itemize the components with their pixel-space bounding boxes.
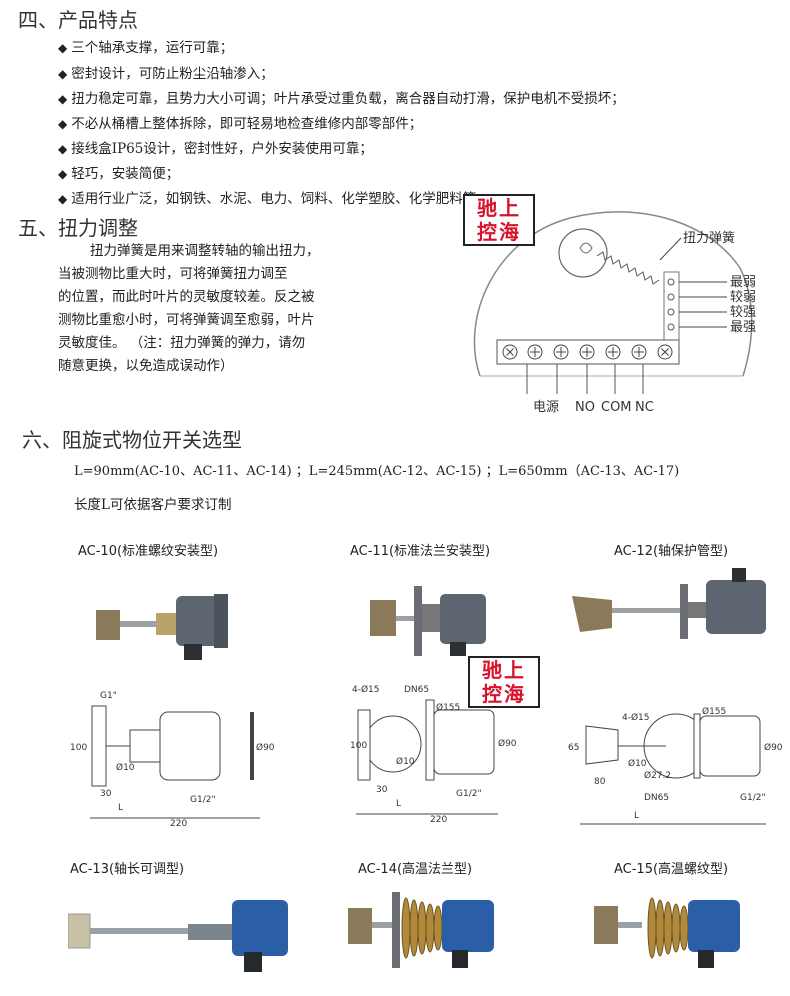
svg-text:30: 30 — [376, 785, 388, 795]
ac14-photo — [348, 892, 494, 968]
svg-text:Ø90: Ø90 — [764, 742, 783, 753]
cooling-fins — [401, 897, 443, 959]
fin — [663, 901, 673, 955]
feature-item: ◆轻巧，安装简便； — [58, 166, 180, 182]
bullet-icon: ◆ — [58, 117, 68, 131]
level-weakest: 最弱 — [730, 275, 756, 290]
ac12-dimension-drawing: 4-Ø15 Ø155 65 Ø10 Ø27.2 Ø90 80 DN65 L G1… — [568, 706, 783, 825]
bullet-icon: ◆ — [58, 41, 68, 55]
fin — [671, 903, 681, 953]
terminal-com: COM — [601, 400, 632, 415]
fin — [433, 905, 443, 951]
housing-outline — [473, 211, 753, 377]
fin — [679, 905, 689, 951]
section5-title: 五、扭力调整 — [18, 216, 138, 240]
svg-text:100: 100 — [350, 741, 367, 751]
svg-text:Ø10: Ø10 — [628, 758, 647, 769]
terminal-power: 电源 — [533, 400, 559, 415]
terminal-block — [496, 339, 680, 365]
feature-item: ◆接线盒IP65设计，密封性好，户外安装使用可靠； — [58, 141, 373, 157]
model-ac12-caption: AC-12(轴保护管型) — [614, 544, 729, 559]
level-strong: 较强 — [730, 305, 756, 320]
bullet-icon: ◆ — [58, 192, 68, 206]
svg-text:4-Ø15: 4-Ø15 — [352, 684, 380, 695]
svg-text:G1": G1" — [100, 691, 117, 701]
svg-text:Ø10: Ø10 — [396, 756, 415, 767]
bullet-icon: ◆ — [58, 167, 68, 181]
brand-stamp: 驰上 控海 — [463, 194, 535, 246]
paddle — [96, 610, 120, 640]
model-ac15-caption: AC-15(高温螺纹型) — [614, 862, 729, 877]
svg-text:DN65: DN65 — [644, 793, 669, 803]
spring-label: 扭力弹簧 — [683, 230, 735, 246]
spring-wheel — [558, 228, 608, 278]
svg-text:4-Ø15: 4-Ø15 — [622, 712, 650, 723]
model-ac11-caption: AC-11(标准法兰安装型) — [350, 544, 491, 559]
bullet-icon: ◆ — [58, 142, 68, 156]
ac12-photo — [572, 568, 766, 639]
ac13-photo — [68, 900, 288, 972]
fin — [425, 903, 435, 953]
torsion-spring-icon — [596, 251, 660, 285]
svg-text:L: L — [396, 799, 401, 809]
svg-text:G1/2": G1/2" — [190, 795, 216, 805]
svg-text:L: L — [634, 811, 639, 821]
svg-text:Ø155: Ø155 — [436, 702, 460, 713]
svg-text:Ø27.2: Ø27.2 — [644, 770, 671, 781]
feature-item: ◆密封设计，可防止粉尘沿轴渗入； — [58, 66, 274, 82]
feature-item: ◆扭力稳定可靠，且势力大小可调；叶片承受过重负载，离合器自动打滑，保护电机不受损… — [58, 91, 625, 107]
ac11-photo — [370, 586, 486, 656]
brand-stamp-2: 驰上 控海 — [468, 656, 540, 708]
svg-text:80: 80 — [594, 777, 606, 787]
torque-diagram: 扭力弹簧 最弱 较弱 较强 最强 电源 NO COM NC — [473, 211, 756, 415]
fin — [655, 899, 665, 957]
section6-title: 六、阻旋式物位开关选型 — [22, 428, 242, 452]
bullet-icon: ◆ — [58, 67, 68, 81]
model-ac14-caption: AC-14(高温法兰型) — [358, 862, 473, 877]
ac10-photo — [96, 594, 228, 660]
svg-text:DN65: DN65 — [404, 685, 429, 695]
section4-title: 四、产品特点 — [18, 8, 138, 32]
svg-text:Ø90: Ø90 — [256, 742, 275, 753]
custom-length-note: 长度L可依据客户要求订制 — [74, 497, 232, 513]
blue-housing — [232, 900, 288, 956]
ac10-dimension-drawing: G1" 100 Ø10 Ø90 30 L 220 G1/2" — [70, 691, 275, 829]
ac15-photo — [594, 897, 740, 968]
svg-text:65: 65 — [568, 743, 579, 753]
svg-text:Ø10: Ø10 — [116, 762, 135, 773]
terminal-nc: NC — [635, 400, 654, 415]
terminal-screws — [502, 344, 673, 360]
torque-paragraph: 扭力弹簧是用来调整转轴的输出扭力， 当被测物比重大时，可将弹簧扭力调至 的位置，… — [58, 243, 320, 374]
model-ac10-caption: AC-10(标准螺纹安装型) — [78, 544, 219, 559]
svg-text:220: 220 — [430, 815, 447, 825]
level-weak: 较弱 — [730, 290, 756, 305]
bullet-icon: ◆ — [58, 92, 68, 106]
svg-text:100: 100 — [70, 743, 87, 753]
svg-text:Ø90: Ø90 — [498, 738, 517, 749]
fin — [647, 897, 657, 959]
fin — [401, 897, 411, 959]
fin — [409, 899, 419, 957]
svg-text:220: 220 — [170, 819, 187, 829]
feature-item: ◆不必从桶槽上整体拆除，即可轻易地检查维修内部零部件； — [58, 116, 423, 132]
fin — [417, 901, 427, 955]
svg-text:L: L — [118, 803, 123, 813]
level-strongest: 最强 — [730, 320, 756, 335]
cooling-fins — [647, 897, 689, 959]
svg-text:G1/2": G1/2" — [740, 793, 766, 803]
svg-text:30: 30 — [100, 789, 112, 799]
feature-item: ◆三个轴承支撑，运行可靠； — [58, 40, 234, 56]
terminal-no: NO — [575, 400, 595, 415]
feature-item: ◆适用行业广泛，如钢铁、水泥、电力、饲料、化学塑胶、化学肥料等。 — [58, 191, 490, 207]
model-ac13-caption: AC-13(轴长可调型) — [70, 862, 185, 877]
length-spec: L=90mm(AC-10、AC-11、AC-14) ；L=245mm(AC-12… — [74, 464, 680, 479]
ac11-dimension-drawing: 4-Ø15 DN65 Ø155 100 Ø10 Ø90 30 L 220 G1/… — [350, 684, 517, 825]
svg-text:G1/2": G1/2" — [456, 789, 482, 799]
svg-text:Ø155: Ø155 — [702, 706, 726, 717]
